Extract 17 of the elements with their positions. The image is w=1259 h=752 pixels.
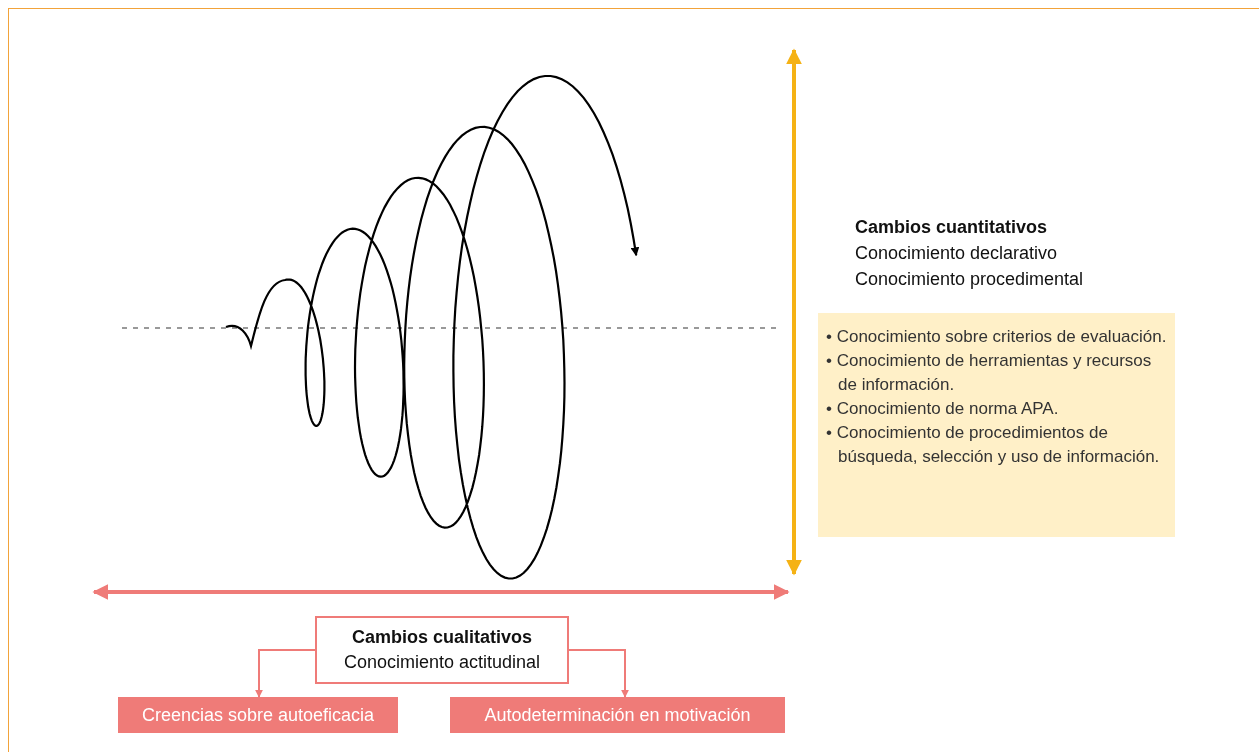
text-line: Conocimiento procedimental	[855, 269, 1084, 290]
box-text: Cambios cualitativos	[350, 626, 534, 649]
text-line: Conocimiento declarativo	[855, 243, 1058, 264]
category-box	[315, 616, 569, 684]
arrow	[568, 649, 629, 698]
box-text: Conocimiento actitudinal	[342, 651, 542, 674]
arrow	[255, 649, 316, 698]
bullet-item: • Conocimiento sobre criterios de evaluación.	[826, 326, 1168, 348]
box-text: Autodeterminación en motivación	[483, 704, 752, 726]
note-panel	[818, 313, 1175, 537]
heading: Cambios cuantitativos	[855, 217, 1048, 238]
bullet-item: • Conocimiento de herramientas y recursos de información.	[826, 350, 1153, 396]
category-box	[118, 697, 398, 733]
box-text: Creencias sobre autoeficacia	[140, 704, 376, 726]
category-box	[450, 697, 785, 733]
bullet-item: • Conocimiento de norma APA.	[826, 398, 1060, 420]
bullet-item: • Conocimiento de procedimientos de búsqueda, selección y uso de información.	[826, 422, 1161, 468]
